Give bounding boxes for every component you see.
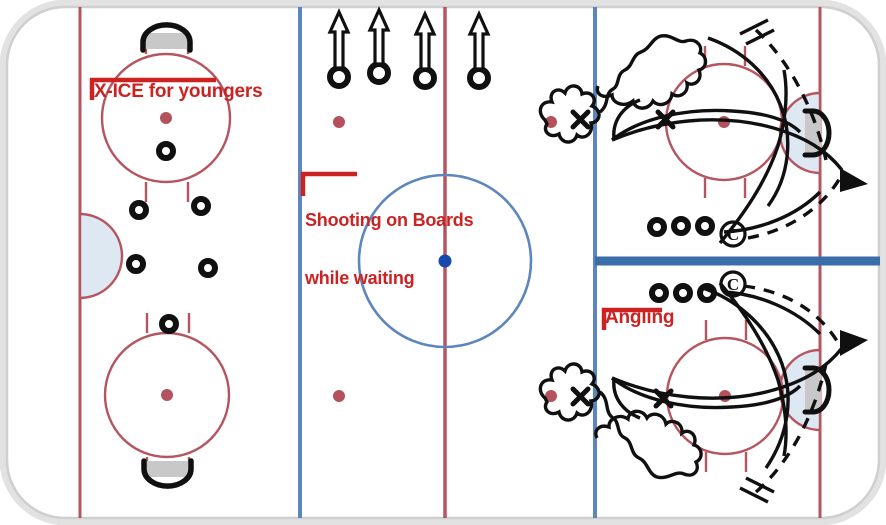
center-ice-circle: [357, 173, 533, 349]
label-x-ice-for-youngers: X-ICE for youngers: [94, 81, 263, 102]
label-angling: Angling: [605, 307, 675, 328]
label-brackets: [89, 77, 662, 330]
label-shooting-line1: Shooting on Boards: [305, 209, 474, 230]
shooting-arrows: [327, 6, 491, 90]
goal-creases: [78, 91, 822, 432]
angling-top-markers: C: [570, 109, 747, 248]
angling-top-paths: [538, 18, 868, 245]
coach-marker-label-bottom: C: [727, 275, 739, 294]
label-shooting-line2: while waiting: [305, 268, 415, 289]
coach-marker-label-top: C: [727, 225, 739, 244]
angling-bottom-paths: [538, 281, 868, 504]
left-zone-players: [126, 141, 218, 334]
center-ice-dot: [438, 254, 452, 268]
angling-bottom-markers: C: [570, 270, 747, 409]
label-shooting-on-boards: Shooting on Boards while waiting: [305, 172, 474, 328]
